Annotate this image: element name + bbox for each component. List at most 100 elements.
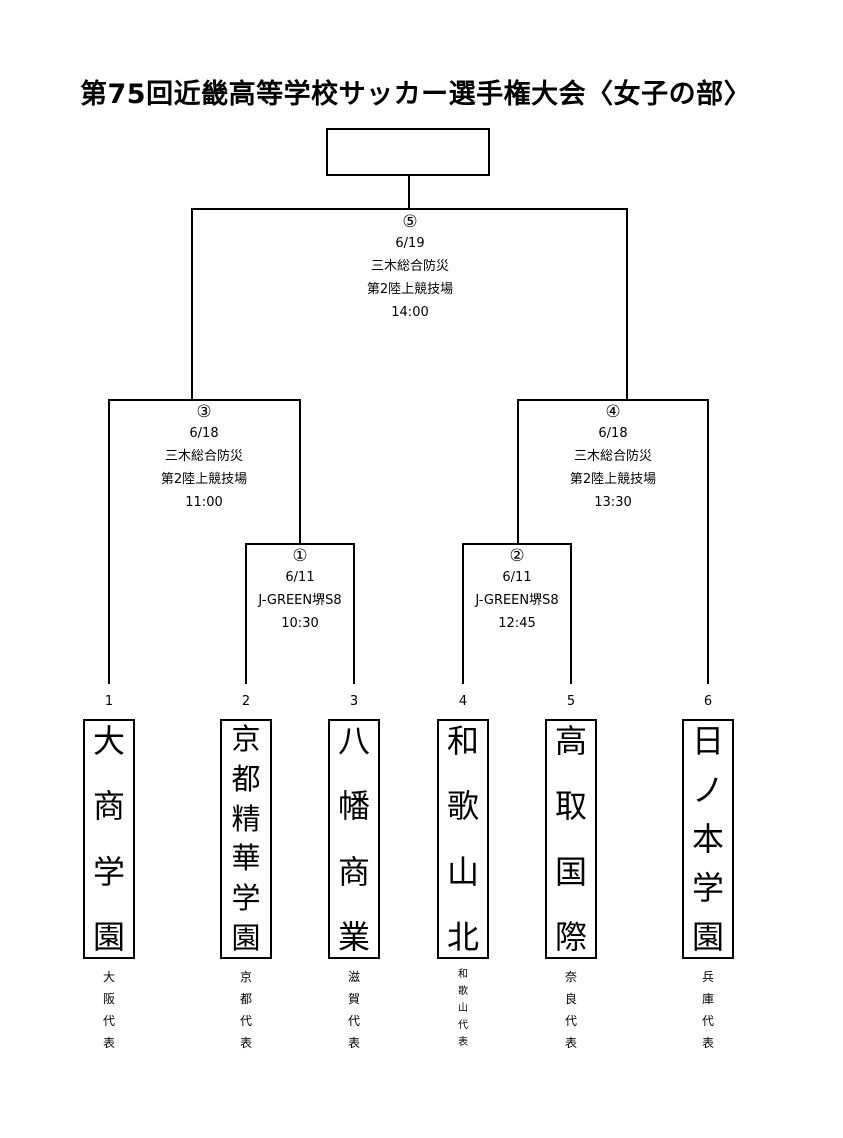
prefecture-char: 表 — [701, 1036, 714, 1050]
match-number: ② — [509, 546, 525, 566]
prefecture-char: 表 — [458, 1037, 468, 1048]
team-name-char: 学 — [92, 852, 125, 891]
match-date: 6/19 — [395, 236, 425, 251]
team-name-char: 歌 — [446, 787, 479, 826]
match-time: 13:30 — [594, 495, 632, 510]
prefecture-char: 代 — [102, 1014, 115, 1028]
team-name-char: 都 — [231, 761, 261, 796]
team-name-char: 北 — [446, 917, 479, 956]
team-name-char: ノ — [691, 771, 724, 809]
team-name-box: 八幡商業 — [328, 719, 380, 959]
match-date: 6/11 — [285, 570, 315, 585]
prefecture-char: 代 — [239, 1014, 252, 1028]
match-1: ① 6/11 J-GREEN堺S8 10:30 — [235, 546, 365, 635]
prefecture-char: 滋 — [347, 970, 360, 984]
seed-number: 2 — [241, 694, 251, 709]
bracket-line — [462, 543, 572, 545]
bracket-line — [353, 543, 355, 684]
team-name-char: 業 — [337, 917, 370, 956]
match-date: 6/18 — [189, 426, 219, 441]
seed-number: 6 — [703, 694, 713, 709]
team-name-char: 園 — [92, 917, 125, 956]
match-number: ⑤ — [402, 212, 418, 232]
prefecture-char: 表 — [239, 1036, 252, 1050]
match-number: ③ — [196, 402, 212, 422]
team-name-char: 日 — [691, 722, 724, 760]
team-name-char: 国 — [554, 852, 587, 891]
winner-box — [326, 128, 490, 176]
prefecture-char: 京 — [239, 970, 252, 984]
match-4: ④ 6/18 三木総合防災 第2陸上競技場 13:30 — [533, 402, 693, 514]
bracket-line — [299, 399, 301, 544]
match-number: ① — [292, 546, 308, 566]
team-name-char: 精 — [231, 801, 261, 836]
bracket-line — [108, 399, 110, 684]
bracket-line — [570, 543, 572, 684]
team-name-box: 高取国際 — [545, 719, 597, 959]
prefecture-char: 庫 — [701, 992, 714, 1006]
team-name-char: 商 — [337, 852, 370, 891]
prefecture-label: 奈良代表 — [556, 966, 586, 1054]
team-name-char: 和 — [446, 722, 479, 760]
team-name-box: 大商学園 — [83, 719, 135, 959]
match-2: ② 6/11 J-GREEN堺S8 12:45 — [452, 546, 582, 635]
bracket-line — [626, 208, 628, 400]
prefecture-char: 代 — [701, 1014, 714, 1028]
match-date: 6/18 — [598, 426, 628, 441]
page-title: 第75回近畿高等学校サッカー選手権大会〈女子の部〉 — [80, 79, 752, 110]
prefecture-label: 大阪代表 — [94, 966, 124, 1054]
team-name-char: 園 — [231, 920, 261, 955]
match-time: 14:00 — [391, 305, 429, 320]
prefecture-char: 代 — [347, 1014, 360, 1028]
bracket-line — [517, 399, 519, 544]
prefecture-char: 歌 — [458, 986, 468, 997]
match-time: 12:45 — [498, 616, 536, 631]
bracket-line — [517, 399, 709, 401]
seed-number: 3 — [349, 694, 359, 709]
prefecture-char: 阪 — [102, 992, 115, 1006]
team-name-char: 幡 — [337, 787, 370, 826]
match-venue-detail: 第2陸上競技場 — [569, 472, 657, 487]
team-name-box: 京都精華学園 — [220, 719, 272, 959]
team-name-char: 山 — [446, 852, 479, 891]
team-name-char: 学 — [691, 869, 724, 907]
match-5: ⑤ 6/19 三木総合防災 第2陸上競技場 14:00 — [330, 212, 490, 324]
team-name-char: 大 — [92, 722, 125, 760]
bracket-line — [245, 543, 355, 545]
team-name-char: 学 — [231, 881, 261, 916]
match-venue-detail: 第2陸上競技場 — [366, 282, 454, 297]
team-name-char: 本 — [691, 820, 724, 858]
match-venue: 三木総合防災 — [370, 259, 449, 274]
match-venue: J-GREEN堺S8 — [258, 593, 342, 608]
team-name-char: 際 — [554, 917, 587, 956]
bracket-line — [408, 176, 410, 209]
team-name-char: 華 — [231, 841, 261, 876]
team-name-char: 園 — [691, 918, 724, 956]
prefecture-char: 賀 — [347, 992, 360, 1006]
prefecture-char: 代 — [458, 1020, 468, 1031]
prefecture-char: 奈 — [564, 970, 577, 984]
team-name-char: 京 — [231, 722, 261, 756]
bracket-line — [108, 399, 301, 401]
match-date: 6/11 — [502, 570, 532, 585]
bracket-line — [191, 208, 628, 210]
match-3: ③ 6/18 三木総合防災 第2陸上競技場 11:00 — [124, 402, 284, 514]
prefecture-char: 表 — [102, 1036, 115, 1050]
bracket-line — [707, 399, 709, 684]
bracket-line — [462, 543, 464, 684]
prefecture-char: 都 — [239, 992, 252, 1006]
team-name-box: 日ノ本学園 — [682, 719, 734, 959]
team-name-box: 和歌山北 — [437, 719, 489, 959]
team-name-char: 高 — [554, 722, 587, 760]
prefecture-char: 和 — [458, 969, 468, 980]
match-time: 10:30 — [281, 616, 319, 631]
team-name-char: 取 — [554, 787, 587, 826]
seed-number: 5 — [566, 694, 576, 709]
prefecture-char: 大 — [102, 970, 115, 984]
team-name-char: 商 — [92, 787, 125, 826]
prefecture-label: 京都代表 — [231, 966, 261, 1054]
prefecture-char: 山 — [458, 1003, 468, 1014]
match-venue: J-GREEN堺S8 — [475, 593, 559, 608]
prefecture-char: 良 — [564, 992, 577, 1006]
match-venue: 三木総合防災 — [164, 449, 243, 464]
